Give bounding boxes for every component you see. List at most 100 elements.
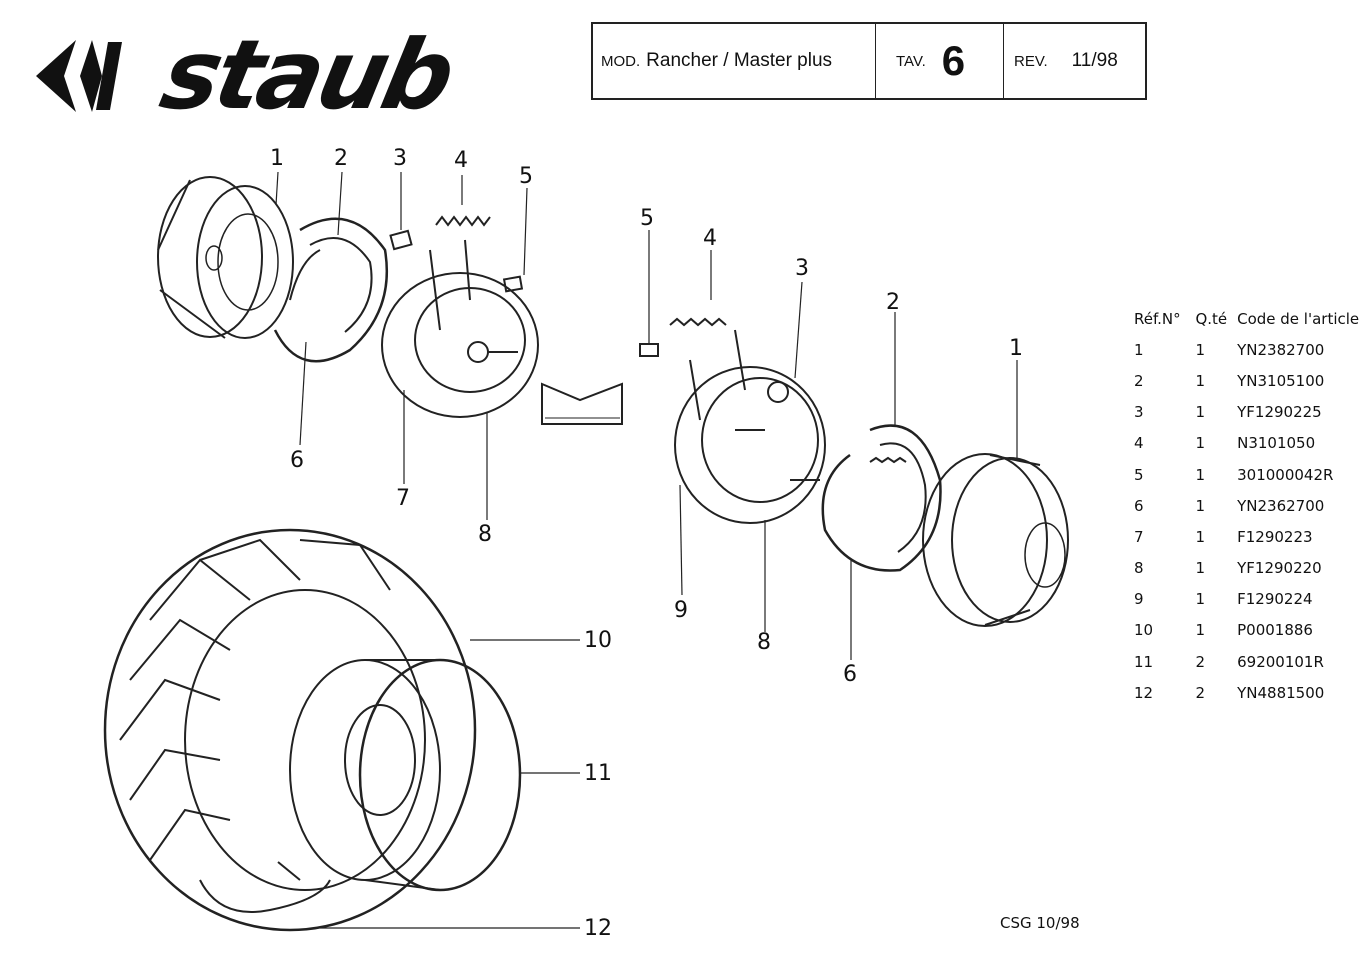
code-cell: YN3105100 <box>1237 371 1325 390</box>
table-row: 8 1 YF1290220 <box>1128 553 1366 584</box>
qty-cell: 1 <box>1195 371 1206 390</box>
qty-cell: 1 <box>1195 621 1206 640</box>
callout-left-8: 8 <box>478 522 492 547</box>
callout-wheel-10: 10 <box>584 628 612 653</box>
backing-plate-right <box>674 329 826 524</box>
qty-cell: 1 <box>1195 527 1206 546</box>
code-cell: YN2382700 <box>1237 340 1325 359</box>
backing-plate-left <box>381 239 539 418</box>
ref-cell: 4 <box>1134 434 1144 453</box>
ref-cell: 1 <box>1134 340 1144 359</box>
code-cell: YN2362700 <box>1237 496 1325 515</box>
callout-left-2: 2 <box>334 146 348 171</box>
qty-cell: 2 <box>1195 652 1206 671</box>
callout-wheel-11: 11 <box>584 761 612 786</box>
brake-shoes-left <box>273 217 389 363</box>
spring-4-left <box>435 215 491 227</box>
qty-cell: 1 <box>1195 434 1206 453</box>
brake-drum-left <box>157 176 294 339</box>
table-row: 4 1 N3101050 <box>1128 428 1366 459</box>
table-number-cell: TAV. 6 <box>876 24 1004 98</box>
code-cell: YN4881500 <box>1237 683 1325 702</box>
qty-cell: 2 <box>1195 683 1206 702</box>
header-qty: Q.té <box>1195 309 1228 328</box>
table-row: 5 1 301000042R <box>1128 459 1366 490</box>
ref-cell: 12 <box>1134 683 1154 702</box>
qty-cell: 1 <box>1195 465 1206 484</box>
code-cell: 69200101R <box>1237 652 1324 671</box>
brand-emblem-icon <box>36 40 122 112</box>
table-row: 2 1 YN3105100 <box>1128 365 1366 396</box>
callout-right-9: 9 <box>674 598 688 623</box>
code-cell: N3101050 <box>1237 434 1316 453</box>
code-cell: P0001886 <box>1237 621 1313 640</box>
footer-code: CSG 10/98 <box>1000 914 1080 932</box>
qty-cell: 1 <box>1195 590 1206 609</box>
code-cell: F1290224 <box>1237 590 1313 609</box>
ref-cell: 11 <box>1134 652 1154 671</box>
rim <box>289 658 522 892</box>
ref-cell: 5 <box>1134 465 1144 484</box>
callout-right-3: 3 <box>795 256 809 281</box>
code-cell: F1290223 <box>1237 527 1313 546</box>
bolt-3-left <box>389 229 413 251</box>
callout-right-8: 8 <box>757 630 771 655</box>
callout-right-2: 2 <box>886 290 900 315</box>
table-row: 1 1 YN2382700 <box>1128 334 1366 365</box>
callout-left-7: 7 <box>396 486 410 511</box>
qty-cell: 1 <box>1195 496 1206 515</box>
qty-cell: 1 <box>1195 559 1206 578</box>
qty-cell: 1 <box>1195 340 1206 359</box>
callout-right-6: 6 <box>843 662 857 687</box>
brake-drum-right <box>922 453 1069 627</box>
bolt-5-right <box>639 343 659 357</box>
brake-shoes-right <box>821 424 942 572</box>
tire-wheel <box>103 528 477 932</box>
ref-cell: 7 <box>1134 527 1144 546</box>
model-name: Rancher / Master plus <box>646 50 833 71</box>
callout-right-1: 1 <box>1009 336 1023 361</box>
table-row: 11 2 69200101R <box>1128 646 1366 677</box>
ref-cell: 9 <box>1134 590 1144 609</box>
rev-label: REV. <box>1014 52 1048 70</box>
ref-cell: 6 <box>1134 496 1144 515</box>
callout-left-3: 3 <box>393 146 407 171</box>
callout-left-6: 6 <box>290 448 304 473</box>
callout-left-4: 4 <box>454 148 468 173</box>
qty-cell: 1 <box>1195 403 1206 422</box>
callout-right-4: 4 <box>703 226 717 251</box>
tav-label: TAV. <box>896 52 926 70</box>
title-block: MOD. Rancher / Master plus TAV. 6 REV. 1… <box>591 22 1147 100</box>
spring-4-right <box>669 317 727 327</box>
header-code: Code de l'article <box>1237 309 1360 328</box>
table-row: 3 1 YF1290225 <box>1128 397 1366 428</box>
header-ref: Réf.N° <box>1134 309 1181 328</box>
mod-label: MOD. <box>601 52 641 70</box>
table-row: 6 1 YN2362700 <box>1128 490 1366 521</box>
callout-left-1: 1 <box>270 146 284 171</box>
code-cell: YF1290225 <box>1237 403 1322 422</box>
tav-value: 6 <box>941 37 966 84</box>
direction-arrow <box>541 382 623 425</box>
callout-right-5: 5 <box>640 206 654 231</box>
ref-cell: 2 <box>1134 371 1144 390</box>
model-cell: MOD. Rancher / Master plus <box>593 24 876 98</box>
rev-value: 11/98 <box>1071 50 1118 71</box>
table-row: 7 1 F1290223 <box>1128 521 1366 552</box>
table-row: 9 1 F1290224 <box>1128 584 1366 615</box>
table-row: 12 2 YN4881500 <box>1128 677 1366 708</box>
ref-cell: 10 <box>1134 621 1154 640</box>
bolt-5-left <box>502 275 524 293</box>
callout-left-5: 5 <box>519 164 533 189</box>
callout-wheel-12: 12 <box>584 916 612 941</box>
ref-cell: 8 <box>1134 559 1144 578</box>
leader-lines <box>275 171 1018 929</box>
ref-cell: 3 <box>1134 403 1144 422</box>
valve-tube <box>199 861 331 913</box>
brand-logo: staub <box>36 19 484 131</box>
table-row: 10 1 P0001886 <box>1128 615 1366 646</box>
code-cell: 301000042R <box>1237 465 1334 484</box>
code-cell: YF1290220 <box>1237 559 1322 578</box>
